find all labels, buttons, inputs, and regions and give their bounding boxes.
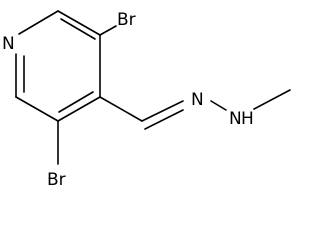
bond-c5-c6 <box>15 96 59 122</box>
bond-c3-br <box>99 25 117 36</box>
structure-canvas: N Br Br N N H <box>2 10 291 190</box>
bond-c2-c3 <box>57 10 101 36</box>
molecule-drawing: N Br Br N N H <box>2 10 291 190</box>
bond-nh-methyl <box>253 89 291 110</box>
hydrazone-nitrogen-label: N <box>191 90 204 110</box>
bond-n-nh <box>210 100 227 111</box>
bromine-bottom-label: Br <box>47 170 66 190</box>
bond-c4-ch <box>99 96 143 122</box>
bond-ch-n <box>141 100 184 122</box>
bond-c2-c3-double <box>60 18 96 40</box>
bond-c4-c5 <box>57 96 101 122</box>
ring-nitrogen-label: N <box>2 34 15 54</box>
bromine-top-label: Br <box>117 10 136 30</box>
bond-ch-n-double <box>144 109 184 130</box>
bond-c4-c5-double <box>58 91 94 113</box>
nh-hydrogen-label: H <box>241 109 254 129</box>
nh-nitrogen-label: N <box>229 109 242 129</box>
bond-n1-c2 <box>18 10 59 35</box>
